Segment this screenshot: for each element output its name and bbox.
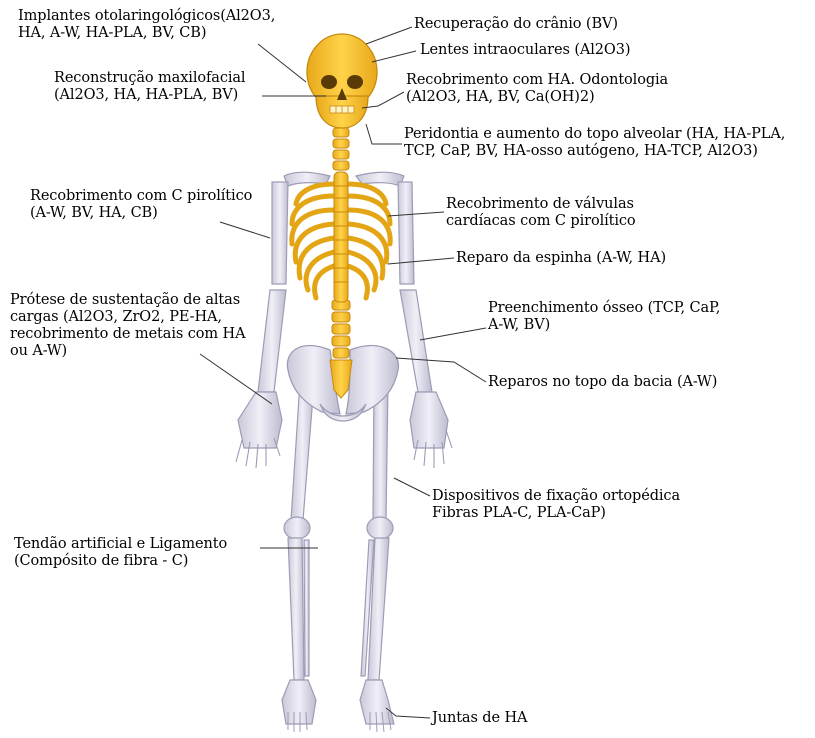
- left-humerus: [272, 182, 288, 284]
- left-fibula: [304, 540, 309, 676]
- label-reparo-espinha: Reparo da espinha (A-W, HA): [456, 250, 666, 267]
- left-hand: [238, 392, 282, 448]
- label-preenchimento-osseo: Preenchimento ósseo (TCP, CaP, A-W, BV): [488, 300, 720, 334]
- leader-bacia: [396, 358, 486, 382]
- left-eye-socket: [321, 75, 337, 89]
- leader-recobrimento-c: [220, 222, 270, 238]
- left-foot: [282, 680, 316, 724]
- label-reparos-bacia: Reparos no topo da bacia (A-W): [488, 374, 717, 391]
- label-tendao-artificial: Tendão artificial e Ligamento (Compósito…: [14, 536, 227, 570]
- leader-implantes: [258, 44, 306, 82]
- label-juntas-ha: Juntas de HA: [432, 710, 527, 727]
- right-humerus: [398, 182, 414, 284]
- leader-fixacao: [394, 478, 430, 496]
- leader-peridontia: [366, 124, 402, 144]
- left-knee: [284, 517, 310, 539]
- right-forearm: [400, 290, 432, 392]
- leader-valvulas: [388, 212, 444, 216]
- right-knee: [367, 517, 393, 539]
- right-eye-socket: [347, 75, 363, 89]
- label-recobrimento-c-pirolitico: Recobrimento com C pirolítico (A-W, BV, …: [30, 188, 252, 222]
- left-tibia: [288, 538, 304, 680]
- label-recobrimento-ha-odontologia: Recobrimento com HA. Odontologia (Al2O3,…: [406, 72, 668, 106]
- label-implantes-otolaringologicos: Implantes otolaringológicos(Al2O3, HA, A…: [18, 8, 275, 42]
- label-protese-sustentacao: Prótese de sustentação de altas cargas (…: [10, 292, 245, 360]
- label-recuperacao-cranio: Recuperação do crânio (BV): [414, 16, 618, 33]
- leader-espinha: [388, 258, 454, 264]
- leader-preenchimento: [420, 328, 486, 340]
- label-recobrimento-valvulas: Recobrimento de válvulas cardíacas com C…: [446, 196, 636, 230]
- skull: [307, 34, 377, 128]
- right-hand: [410, 392, 448, 448]
- leader-recuperacao: [366, 27, 412, 44]
- leader-lentes: [372, 51, 416, 62]
- left-hip-bone: [287, 346, 340, 414]
- right-hip-bone: [346, 346, 398, 414]
- label-peridontia: Peridontia e aumento do topo alveolar (H…: [404, 126, 785, 160]
- label-reconstrucao-maxilofacial: Reconstrução maxilofacial (Al2O3, HA, HA…: [54, 70, 245, 104]
- legs: [282, 382, 394, 724]
- label-lentes-intraoculares: Lentes intraoculares (Al2O3): [420, 42, 630, 59]
- label-dispositivos-fixacao: Dispositivos de fixação ortopédica Fibra…: [432, 488, 680, 522]
- left-forearm: [258, 290, 286, 392]
